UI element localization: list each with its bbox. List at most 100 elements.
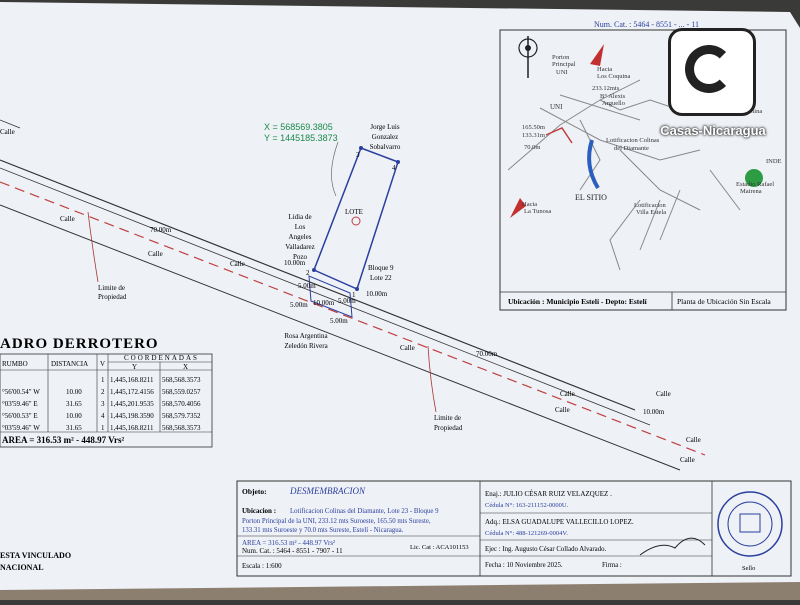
table-row: °03'59.46" E 31.65 3 1,445,201.9535 568,… [2, 400, 201, 408]
table-row: °03'59.46" W 31.65 1 1,445,168.8211 568,… [2, 424, 201, 432]
svg-text:UNI: UNI [550, 103, 563, 111]
vertex-3: 3 [356, 151, 360, 159]
vertex-1-marker [355, 287, 359, 291]
col-distancia: DISTANCIA [51, 360, 88, 368]
info-sello: Sello [742, 565, 755, 572]
header-num-cat: Num. Cat. : 5464 - 8551 - ... - 11 [594, 20, 699, 29]
dim-5-d: 5.00m [330, 317, 348, 325]
access-strip [308, 275, 353, 318]
svg-text:2: 2 [101, 388, 105, 396]
svg-text:Estadio Rafael: Estadio Rafael [736, 181, 774, 188]
info-lic-cat: Lic. Cat : ACA101153 [410, 544, 469, 551]
svg-text:233.12mts: 233.12mts [592, 85, 620, 92]
svg-text:Calle: Calle [555, 406, 570, 414]
svg-text:31.65: 31.65 [66, 400, 82, 408]
svg-text:1,445,201.9535: 1,445,201.9535 [110, 400, 154, 408]
coord-leader [331, 141, 339, 197]
table-row: °56'00.54" W 10.00 2 1,445,172.4156 568,… [2, 388, 201, 396]
svg-text:Valladarez: Valladarez [285, 243, 315, 251]
svg-text:Arguello: Arguello [602, 100, 625, 107]
logo-text: Casas-Nicaragua [660, 123, 766, 138]
derrotero-table: ADRO DERROTERO RUMBO DISTANCIA V COORDEN… [0, 336, 213, 448]
svg-text:°56'00.53" E: °56'00.53" E [2, 412, 38, 420]
ubicacion-label: Ubicacion : [242, 507, 276, 515]
svg-text:165.50m: 165.50m [522, 124, 545, 131]
owner-left: Lidia de Los Angeles Valladarez Pozo [285, 213, 315, 261]
svg-text:La Tunosa: La Tunosa [524, 208, 551, 215]
map-frame [499, 29, 787, 311]
info-adq-cedula: Cédula N°: 488-121269-0004V. [485, 530, 568, 537]
svg-text:Hacia: Hacia [522, 201, 537, 208]
svg-text:Jorge Luis: Jorge Luis [370, 123, 400, 131]
table-surface [0, 582, 800, 600]
svg-text:Angeles: Angeles [289, 233, 312, 241]
dim-10-right: 10.00m [366, 290, 388, 298]
svg-text:°03'59.46" W: °03'59.46" W [2, 424, 40, 432]
vertex-2: 2 [306, 269, 310, 277]
info-frame [236, 480, 792, 577]
road-line-lower [0, 204, 681, 471]
svg-text:UNI: UNI [556, 69, 568, 76]
ubicacion-line-2: Porton Principal de la UNI, 233.12 mts S… [242, 518, 431, 525]
svg-text:Rosa Argentina: Rosa Argentina [284, 332, 328, 340]
road-line-upper [0, 159, 636, 411]
svg-text:Calle: Calle [60, 215, 75, 223]
svg-text:°56'00.54" W: °56'00.54" W [2, 388, 40, 396]
stadium-icon [745, 169, 763, 187]
vertex-1: 1 [352, 291, 356, 299]
svg-text:1: 1 [101, 424, 105, 432]
svg-text:Calle: Calle [230, 260, 245, 268]
col-y: Y [132, 363, 137, 371]
svg-text:Calle: Calle [0, 128, 15, 136]
derrotero-title: ADRO DERROTERO [0, 336, 159, 352]
ubicacion-line-1: Lotificacion Colinas del Diamante, Lote … [290, 508, 439, 515]
svg-text:Calle: Calle [400, 344, 415, 352]
svg-text:10.00: 10.00 [66, 412, 82, 420]
info-fecha: Fecha : 10 Noviembre 2025. [485, 562, 563, 569]
svg-text:568,568.3573: 568,568.3573 [162, 424, 201, 432]
svg-text:133.31m: 133.31m [522, 132, 545, 139]
vertex-4-marker [396, 160, 400, 164]
svg-text:B° Alexis: B° Alexis [600, 93, 626, 100]
lot-label: LOTE [345, 208, 363, 216]
seal-inner [727, 501, 773, 547]
svg-text:Lotificacion: Lotificacion [634, 202, 667, 209]
ubicacion-line-3: 133.31 mts Suroeste y 70.0 mts Sureste, … [242, 527, 404, 534]
limit-right-1: Limite de [434, 414, 461, 422]
vertex-3-marker [359, 146, 363, 150]
limit-leader-left [87, 211, 99, 283]
arrow-southwest-icon [510, 198, 526, 218]
svg-text:568,559.0257: 568,559.0257 [162, 388, 201, 396]
col-rumbo: RUMBO [2, 360, 28, 368]
col-x: X [183, 363, 188, 371]
road-centerline [0, 181, 706, 456]
limit-leader-right [427, 345, 437, 413]
seal-stamp [717, 491, 783, 557]
map-planta: Planta de Ubicación Sin Escala [677, 297, 771, 306]
dim-5-b: 5.00m [290, 301, 308, 309]
owner-bottom: Rosa Argentina Zeledón Rivera [284, 332, 328, 350]
dim-70-right: 70.00m [476, 350, 498, 358]
info-adq: Adq.: ELSA GUADALUPE VALLECILLO LOPEZ. [485, 518, 634, 526]
road-line-far [0, 119, 21, 129]
left-note-1: ESTA VINCULADO [0, 551, 71, 560]
col-v: V [100, 360, 105, 368]
svg-text:Los Coquina: Los Coquina [597, 73, 631, 80]
svg-text:1,445,168.8211: 1,445,168.8211 [110, 424, 154, 432]
info-num-cat: Num. Cat. : 5464 - 8551 - 7907 - 11 [242, 547, 343, 555]
street-labels: Calle Calle Calle Calle Calle Calle Call… [0, 128, 701, 464]
info-enaj-cedula: Cédula N°: 163-211152-0000U. [485, 502, 569, 509]
svg-text:31.65: 31.65 [66, 424, 82, 432]
svg-text:Porton: Porton [552, 54, 570, 61]
map-ubicacion: Ubicación : Municipio Estelí - Depto: Es… [508, 297, 648, 306]
svg-text:Zeledón Rivera: Zeledón Rivera [284, 342, 328, 350]
limit-left-2: Propiedad [98, 293, 127, 301]
svg-text:568,579.7352: 568,579.7352 [162, 412, 201, 420]
svg-text:Mairena: Mairena [740, 188, 762, 195]
vertex-4: 4 [392, 164, 396, 172]
table-row: °56'00.53" E 10.00 4 1,445,198.3590 568,… [2, 412, 201, 420]
north-arrow-center [525, 45, 531, 51]
table-area: AREA = 316.53 m² - 448.97 Vrs² [2, 435, 124, 445]
limit-left-1: Limite de [98, 284, 125, 292]
